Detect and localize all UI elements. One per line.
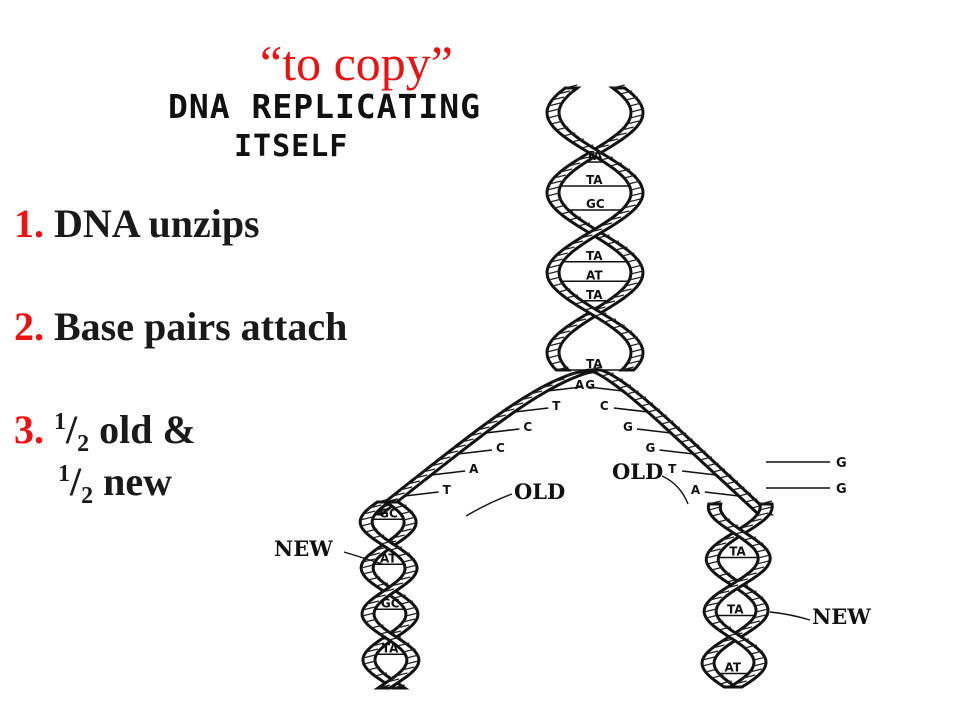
- right-new-pair-letters: TA: [727, 603, 744, 617]
- free-base-letter: G: [836, 482, 847, 497]
- strand-fork-left: [365, 368, 602, 516]
- strand-left-b-ribs: [360, 498, 419, 689]
- step-number: 3.: [14, 407, 44, 452]
- right-unpaired-letter: T: [668, 462, 677, 476]
- step-text: new: [103, 459, 173, 504]
- right-new-pair-letters: TA: [729, 545, 746, 559]
- left-new-pair-letters: GC: [379, 506, 398, 520]
- pointer-new-right: [769, 611, 811, 621]
- left-unpaired-letter: T: [443, 483, 452, 497]
- label-old-left: OLD: [514, 479, 565, 504]
- top-pair-letters: TA: [586, 249, 603, 263]
- right-new-pair-letters: AT: [725, 661, 742, 675]
- right-unpaired-letter: C: [600, 399, 609, 413]
- step-text: DNA unzips: [54, 201, 260, 246]
- strand-top-b-ribs: [546, 84, 644, 371]
- right-unpaired-stub: [704, 491, 739, 497]
- top-pair-letters: TA: [586, 173, 603, 187]
- dna-strands: [358, 84, 775, 690]
- top-pair-letters: AT: [586, 268, 603, 282]
- right-unpaired-stub: [682, 470, 717, 476]
- subtitle: “to copy”: [260, 35, 453, 91]
- step-number: 2.: [14, 304, 44, 349]
- right-unpaired-stub: [588, 386, 623, 392]
- right-unpaired-letter: A: [691, 483, 701, 497]
- fraction-half: 1/2: [58, 459, 94, 509]
- left-unpaired-stub: [514, 407, 549, 413]
- right-unpaired-letter: G: [646, 441, 656, 455]
- label-new-left: NEW: [274, 536, 333, 561]
- left-unpaired-stub: [485, 428, 520, 434]
- base-pair-rungs: [372, 161, 830, 675]
- step-text: Base pairs attach: [54, 304, 348, 349]
- image-title-line2: ITSELF: [234, 129, 349, 164]
- right-unpaired-letter: A: [575, 378, 585, 392]
- left-new-pair-letters: TA: [382, 641, 399, 655]
- base-letters: TATAGCTAATTATAGTCCATACGGTAGCATGCTATATAAT…: [379, 149, 847, 675]
- right-unpaired-letter: G: [623, 420, 633, 434]
- left-unpaired-letter: G: [585, 378, 595, 392]
- left-new-pair-letters: GC: [381, 596, 400, 610]
- image-title-line1: DNA REPLICATING: [168, 87, 482, 126]
- left-unpaired-letter: C: [496, 441, 505, 455]
- pointer-old-left: [465, 493, 513, 517]
- strand-top-a: [545, 86, 645, 372]
- top-pair-letters: TA: [586, 149, 603, 163]
- pointer-old-right: [661, 475, 689, 505]
- step-number: 1.: [14, 201, 44, 246]
- left-unpaired-stub: [457, 449, 493, 455]
- strand-right-b: [702, 502, 772, 689]
- label-new-right: NEW: [812, 604, 871, 629]
- top-pair-letters: TA: [586, 357, 603, 371]
- strand-right-b-ribs: [703, 500, 771, 685]
- free-base-letter: G: [836, 456, 847, 471]
- right-unpaired-stub: [636, 428, 672, 434]
- left-unpaired-stub: [431, 470, 466, 476]
- left-unpaired-stub: [547, 386, 582, 392]
- step-2: 2. Base pairs attach: [14, 307, 347, 347]
- left-unpaired-letter: T: [552, 399, 561, 413]
- strand-fork-right-ribs: [588, 366, 771, 515]
- callout-labels: OLD OLD NEW NEW: [274, 459, 871, 629]
- strand-fork-right: [588, 368, 775, 516]
- strand-top-b: [545, 86, 645, 372]
- step-1: 1. DNA unzips: [14, 204, 260, 244]
- step-3-line2: 1/2 new: [58, 459, 173, 509]
- top-pair-letters: TA: [586, 288, 603, 302]
- top-pair-letters: GC: [586, 197, 605, 211]
- left-unpaired-letter: C: [523, 420, 532, 434]
- step-3: 3. 1/2 old &: [14, 407, 196, 457]
- fraction-half: 1/2: [54, 407, 90, 457]
- dna-replication-diagram: TATAGCTAATTATAGTCCATACGGTAGCATGCTATATAAT…: [274, 84, 871, 690]
- pointer-new-left: [343, 551, 383, 565]
- right-unpaired-stub: [613, 407, 648, 413]
- label-old-right: OLD: [612, 459, 663, 484]
- step-text: old &: [99, 407, 196, 452]
- left-unpaired-stub: [404, 491, 439, 497]
- left-new-pair-letters: AT: [380, 551, 397, 565]
- left-unpaired-letter: A: [469, 462, 479, 476]
- right-unpaired-stub: [659, 449, 694, 455]
